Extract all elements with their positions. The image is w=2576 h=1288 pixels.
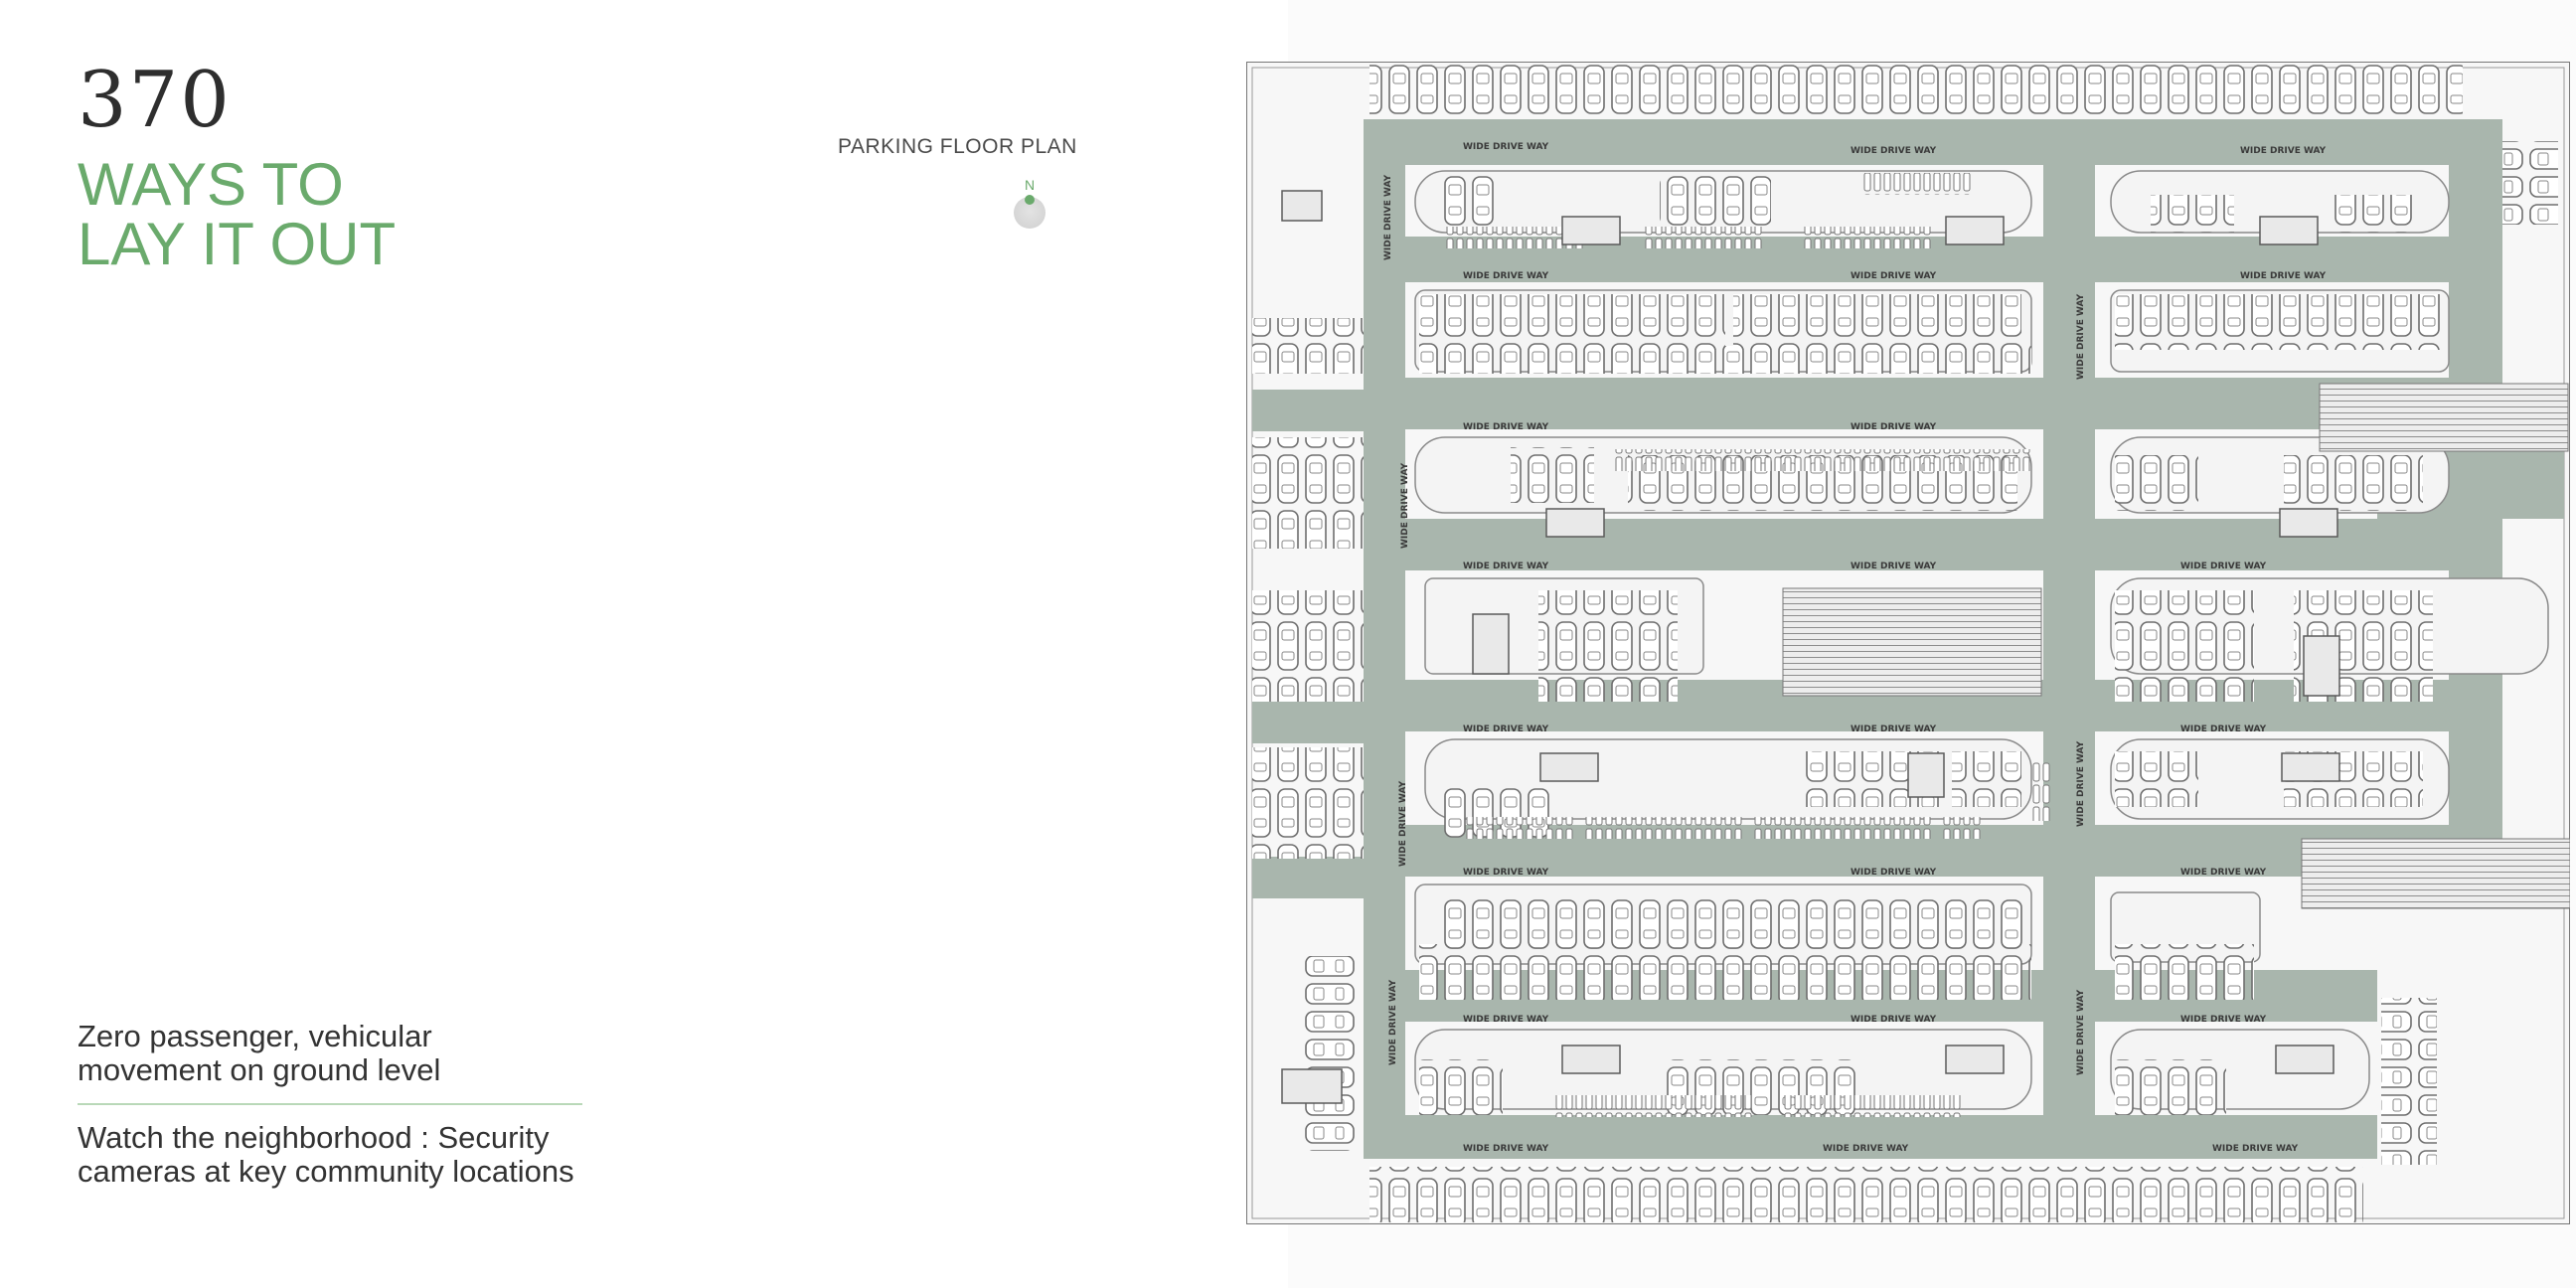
driveway-label: WIDE DRIVE WAY (1823, 1144, 1909, 1154)
north-compass-icon: N (1014, 177, 1046, 237)
driveway-label: WIDE DRIVE WAY (1383, 174, 1393, 260)
driveway-label: WIDE DRIVE WAY (2180, 1015, 2267, 1025)
compass-north-label: N (1024, 177, 1036, 193)
driveway-label: WIDE DRIVE WAY (1851, 868, 1937, 878)
feature-2-line-1: Watch the neighborhood : Security (78, 1120, 550, 1155)
car-row-top (1369, 64, 2463, 119)
driveway-label: WIDE DRIVE WAY (1463, 1144, 1549, 1154)
driveway-label: WIDE DRIVE WAY (1851, 562, 1937, 571)
left-page: 370 WAYS TO LAY IT OUT PARKING FLOOR PLA… (78, 56, 1077, 1189)
car-row-left-1 (1252, 318, 1364, 374)
car-stalls (1252, 64, 2558, 1222)
driveway-label: WIDE DRIVE WAY (1851, 1015, 1937, 1025)
feature-1-line-2: movement on ground level (78, 1052, 441, 1087)
ramps (1782, 383, 2570, 909)
compass-dot (1025, 195, 1035, 205)
headline-line-1: WAYS TO (78, 151, 344, 218)
driveway-label: WIDE DRIVE WAY (1851, 724, 1937, 734)
feature-zero-movement: Zero passenger, vehicular movement on gr… (78, 1020, 634, 1087)
driveway-label: WIDE DRIVE WAY (2180, 562, 2267, 571)
driveway-label: WIDE DRIVE WAY (1851, 146, 1937, 156)
driveway-label: WIDE DRIVE WAY (2180, 724, 2267, 734)
driveway-label: WIDE DRIVE WAY (1463, 1015, 1549, 1025)
driveway-label: WIDE DRIVE WAY (2076, 293, 2086, 380)
headline: WAYS TO LAY IT OUT (78, 155, 396, 274)
feature-divider (78, 1103, 582, 1105)
car-row-bottom (1369, 1167, 2363, 1222)
driveway-labels: WIDE DRIVE WAY WIDE DRIVE WAY WIDE DRIVE… (1383, 142, 2327, 1154)
driveway-label: WIDE DRIVE WAY (2240, 146, 2327, 156)
car-row-left-3 (1252, 590, 1364, 702)
driveway-label: WIDE DRIVE WAY (1388, 979, 1398, 1065)
driveway-label: WIDE DRIVE WAY (2240, 271, 2327, 281)
driveway-label: WIDE DRIVE WAY (2076, 740, 2086, 827)
headline-line-2: LAY IT OUT (78, 211, 397, 277)
two-wheeler-stalls (1445, 173, 2051, 1117)
stair-cores (1281, 190, 2340, 1104)
driveway-label: WIDE DRIVE WAY (1463, 868, 1549, 878)
driveway-label: WIDE DRIVE WAY (2212, 1144, 2299, 1154)
driveway-label: WIDE DRIVE WAY (2180, 868, 2267, 878)
feature-2-line-2: cameras at key community locations (78, 1154, 574, 1189)
car-row-left-2 (1252, 437, 1364, 549)
driveway-label: WIDE DRIVE WAY (1463, 271, 1549, 281)
driveway-label: WIDE DRIVE WAY (1463, 422, 1549, 432)
car-row-right-2 (2381, 998, 2437, 1165)
driveway-label: WIDE DRIVE WAY (1463, 142, 1549, 152)
driveway-label: WIDE DRIVE WAY (2076, 989, 2086, 1075)
driveway-label: WIDE DRIVE WAY (1400, 462, 1410, 549)
driveway-label: WIDE DRIVE WAY (1398, 780, 1408, 867)
driveway-label: WIDE DRIVE WAY (1851, 422, 1937, 432)
driveway-label: WIDE DRIVE WAY (1463, 724, 1549, 734)
plan-label: PARKING FLOOR PLAN (838, 135, 1077, 158)
feature-1-line-1: Zero passenger, vehicular (78, 1019, 432, 1053)
driveway-label: WIDE DRIVE WAY (1851, 271, 1937, 281)
parking-floor-plan: WIDE DRIVE WAY WIDE DRIVE WAY WIDE DRIVE… (1246, 62, 2570, 1224)
driveway-label: WIDE DRIVE WAY (1463, 562, 1549, 571)
car-row-left-5 (1302, 956, 1358, 1151)
headline-number: 370 (78, 56, 232, 145)
car-row-left-4 (1252, 747, 1364, 859)
car-row-right-1 (2502, 141, 2558, 225)
feature-security-cameras: Watch the neighborhood : Security camera… (78, 1121, 634, 1189)
